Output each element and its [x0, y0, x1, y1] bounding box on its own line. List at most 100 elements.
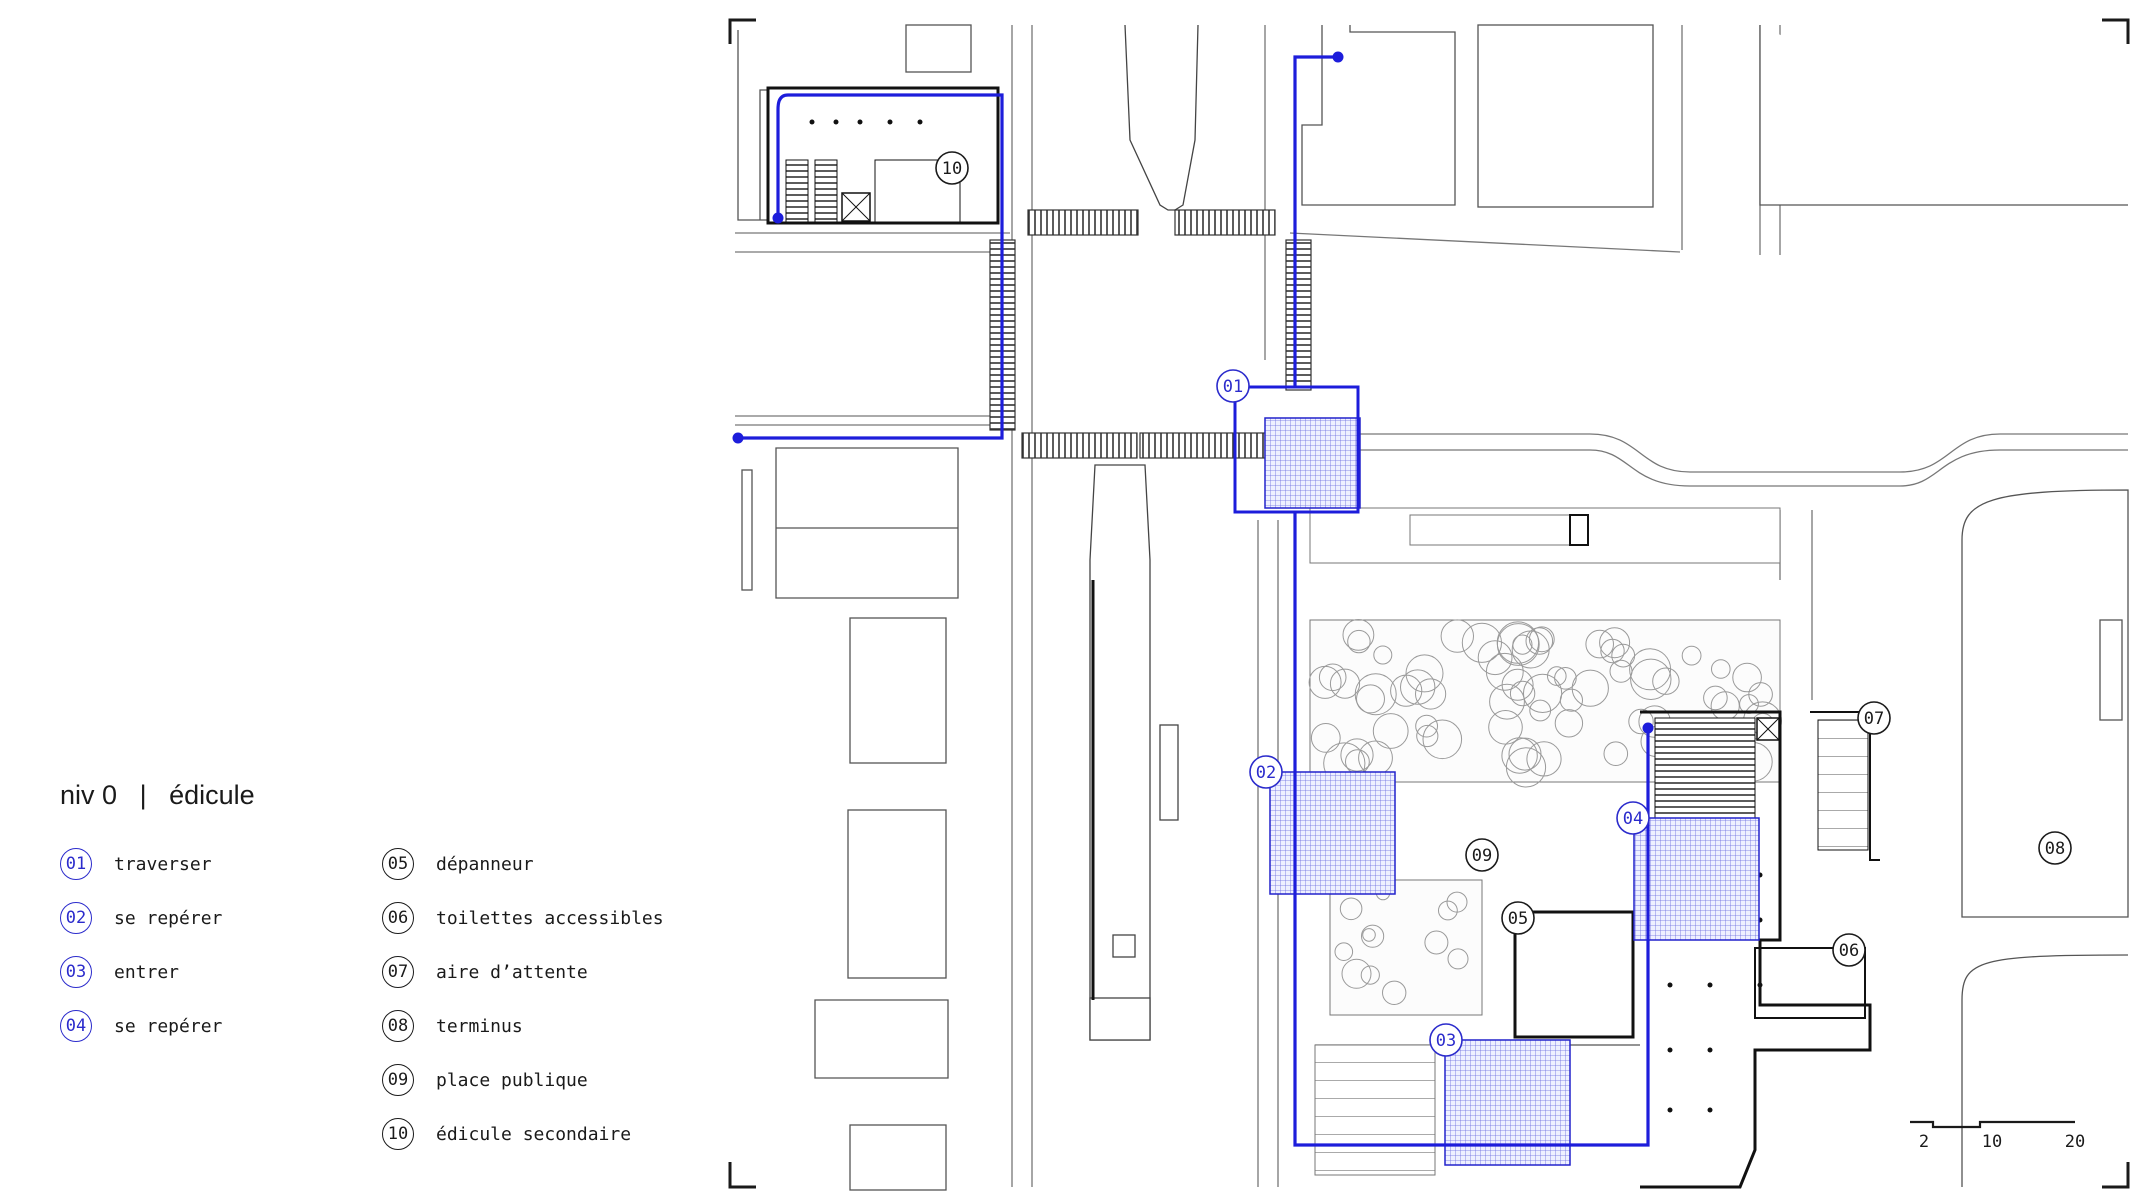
tree-canopy-mark	[1603, 741, 1629, 767]
tree-canopy-mark	[1461, 622, 1503, 663]
marker-label: 07	[1864, 709, 1884, 729]
scale-label: 10	[1982, 1132, 2002, 1152]
marker-label: 05	[1508, 909, 1528, 929]
marker-label: 06	[1839, 941, 1859, 961]
crosswalks	[989, 209, 1312, 459]
legend-item-06: 06 toilettes accessibles	[382, 902, 664, 934]
legend-number-badge: 01	[60, 848, 92, 880]
tree-canopy-mark	[1318, 663, 1347, 692]
tree-canopy-mark	[1630, 658, 1672, 700]
tree-canopy-mark	[1339, 897, 1363, 921]
legend-number-badge: 04	[60, 1010, 92, 1042]
legend-label: dépanneur	[436, 853, 534, 875]
main-station-building	[1314, 710, 1880, 1189]
tree-canopy-mark	[1356, 684, 1385, 714]
legend-number-badge: 08	[382, 1010, 414, 1042]
column-dot	[1707, 982, 1713, 988]
street-lines	[735, 25, 2128, 1187]
legend-label: se repérer	[114, 907, 223, 929]
tree-canopy-mark	[1554, 709, 1584, 738]
tree-canopy-mark	[1585, 629, 1614, 659]
tree-canopy-mark	[1652, 667, 1680, 695]
plan-title: niv 0 | édicule	[60, 780, 255, 811]
map-marker-05: 05	[1501, 901, 1535, 935]
column-dot	[1667, 1107, 1673, 1113]
column-dot	[857, 119, 863, 125]
tree-canopy-mark	[1525, 627, 1554, 655]
legend-number-badge: 09	[382, 1064, 414, 1096]
tree-canopy-mark	[1347, 629, 1371, 654]
tree-canopy-mark	[1340, 738, 1374, 772]
map-marker-01: 01	[1216, 369, 1250, 403]
legend-label: traverser	[114, 853, 212, 875]
tree-canopy-mark	[1362, 928, 1376, 942]
tree-canopy-mark	[1628, 708, 1654, 735]
column-dot	[1707, 1047, 1713, 1053]
legend-number-badge: 07	[382, 956, 414, 988]
secondary-edicule-building	[766, 86, 1000, 225]
column-dot	[1667, 982, 1673, 988]
map-marker-06: 06	[1832, 933, 1866, 967]
tree-canopy-mark	[1523, 673, 1563, 714]
tree-canopy-mark	[1446, 891, 1468, 913]
tree-canopy-mark	[1373, 645, 1393, 665]
tree-canopy-mark	[1489, 683, 1525, 720]
tree-canopy-mark	[1547, 666, 1567, 686]
legend-label: place publique	[436, 1069, 588, 1091]
column-dot	[1667, 1047, 1673, 1053]
marker-label: 08	[2045, 839, 2065, 859]
marker-label: 01	[1223, 377, 1243, 397]
title-separator: |	[139, 780, 147, 810]
tree-canopy-mark	[1424, 930, 1449, 955]
tree-canopy	[1308, 619, 1782, 1005]
tree-canopy-mark	[1308, 665, 1342, 699]
map-marker-04: 04	[1616, 801, 1650, 835]
marker-label: 09	[1472, 846, 1492, 866]
plan-name: édicule	[169, 780, 255, 810]
tree-canopy-mark	[1681, 645, 1702, 666]
map-marker-09: 09	[1465, 838, 1499, 872]
legend-label: terminus	[436, 1015, 523, 1037]
public-plaza	[1309, 507, 1781, 1016]
scale-bar: 2 10 20	[1910, 1120, 2085, 1152]
legend-item-10: 10 édicule secondaire	[382, 1118, 631, 1150]
tree-canopy-mark	[1422, 719, 1463, 760]
route-endpoints	[732, 51, 1654, 734]
tree-canopy-mark	[1528, 626, 1555, 653]
column-dot	[917, 119, 923, 125]
legend-number-badge: 06	[382, 902, 414, 934]
legend-label: entrer	[114, 961, 180, 983]
tree-canopy-mark	[1382, 980, 1407, 1005]
marker-label: 04	[1623, 809, 1643, 829]
column-dot	[809, 119, 815, 125]
tree-canopy-mark	[1341, 958, 1372, 989]
tree-canopy-mark	[1629, 648, 1672, 691]
legend-item-09: 09 place publique	[382, 1064, 588, 1096]
tree-canopy-mark	[1447, 948, 1469, 970]
tree-canopy-mark	[1372, 713, 1409, 749]
tree-canopy-mark	[1611, 643, 1636, 668]
marker-label: 10	[942, 159, 962, 179]
frame-brackets	[728, 18, 2130, 1189]
legend-item-07: 07 aire d’attente	[382, 956, 588, 988]
tree-canopy-mark	[1440, 619, 1475, 653]
legend-label: toilettes accessibles	[436, 907, 664, 929]
scale-label: 20	[2065, 1132, 2085, 1152]
tree-canopy-mark	[1310, 723, 1341, 753]
tree-canopy-mark	[1329, 668, 1361, 699]
tree-canopy-mark	[1496, 621, 1540, 664]
column-dot	[1707, 1107, 1713, 1113]
building-footprints	[737, 24, 2129, 1191]
map-marker-10: 10	[935, 151, 969, 185]
legend-item-02: 02 se repérer	[60, 902, 222, 934]
tree-canopy-mark	[1438, 900, 1458, 921]
tree-canopy-mark	[1703, 685, 1728, 711]
legend-label: se repérer	[114, 1015, 223, 1037]
scale-label: 2	[1919, 1132, 1929, 1152]
map-marker-03: 03	[1429, 1023, 1463, 1057]
marker-label: 03	[1436, 1031, 1456, 1051]
legend-number-badge: 05	[382, 848, 414, 880]
tree-canopy-mark	[1711, 659, 1731, 679]
column-dot	[887, 119, 893, 125]
